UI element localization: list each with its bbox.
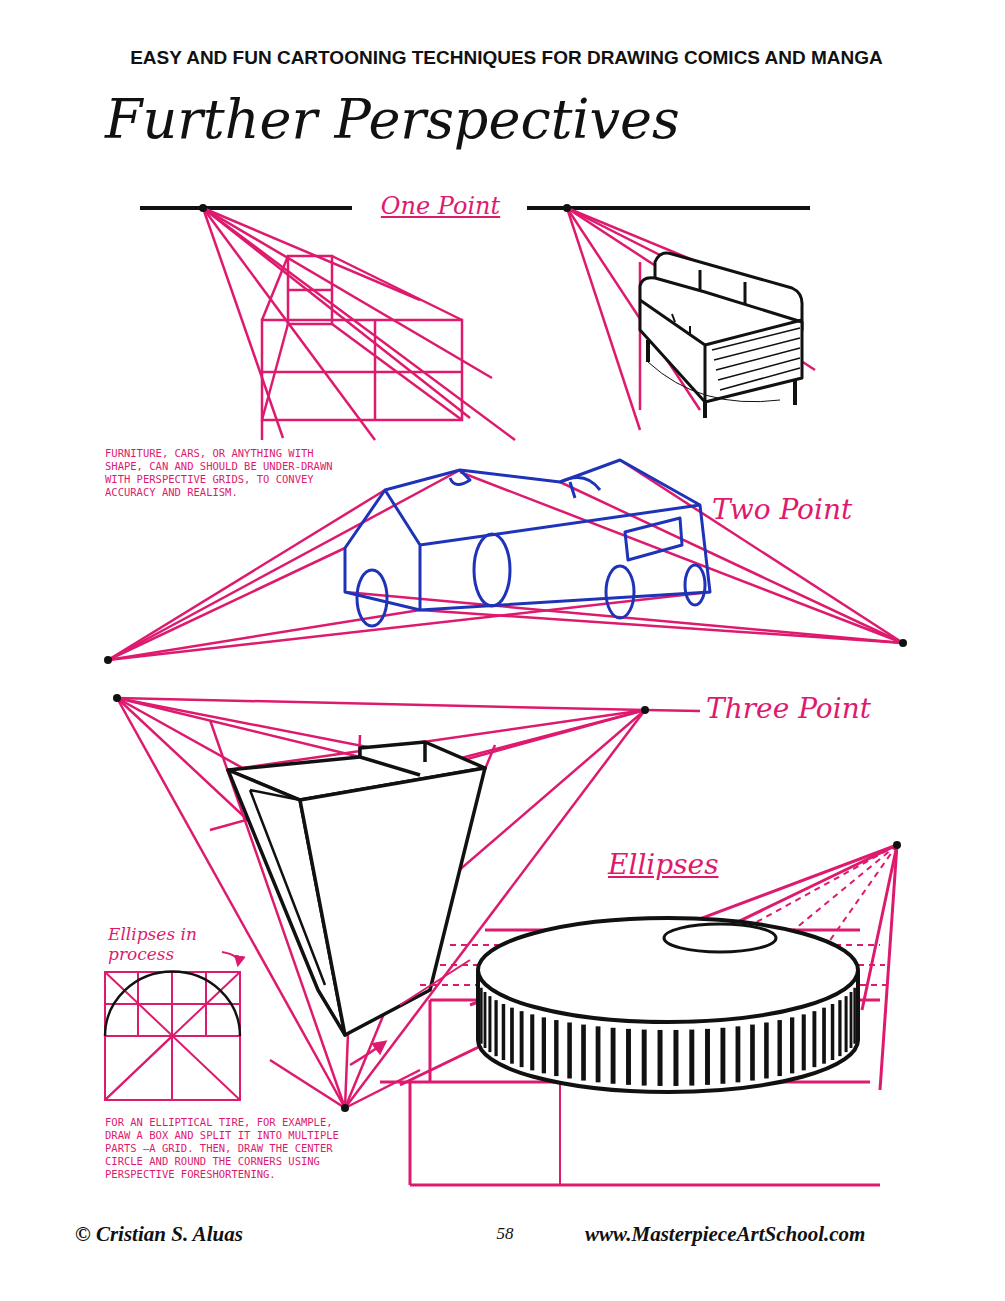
tire-tread: [581, 1025, 586, 1081]
tire-tread: [777, 1020, 781, 1076]
three-point-grid: [113, 694, 700, 1112]
page-number: 58: [485, 1224, 525, 1244]
series-header: EASY AND FUN CARTOONING TECHNIQUES FOR D…: [4, 47, 1005, 69]
tire-tread: [554, 1020, 558, 1076]
tire-tread: [520, 1011, 524, 1067]
tire-tread: [596, 1026, 601, 1082]
three-point-box: [228, 742, 485, 1035]
tire-tread: [831, 1004, 835, 1060]
tire-tread: [642, 1030, 647, 1086]
ellipse-process-grid: [105, 952, 240, 1100]
website: www.MasterpieceArtSchool.com: [585, 1222, 930, 1247]
tire-drawing: [478, 918, 858, 1092]
tire-tread: [626, 1029, 631, 1085]
tire-tread: [494, 1000, 497, 1056]
tire-tread: [838, 1000, 841, 1056]
tire-tread: [542, 1017, 546, 1073]
tire-tread: [802, 1014, 806, 1070]
note-text: FOR AN ELLIPTICAL TIRE, FOR EXAMPLE, DRA…: [105, 1116, 350, 1181]
tire-tread: [530, 1014, 534, 1070]
tire-tread: [705, 1029, 710, 1085]
tire-tread: [750, 1025, 755, 1081]
tire-tread: [822, 1008, 826, 1064]
tire-tread: [502, 1004, 506, 1060]
tire-grid: [350, 841, 901, 1185]
one-point-grid: [140, 204, 810, 440]
car-drawing: [345, 460, 710, 626]
tire-tread: [658, 1030, 663, 1086]
tire-tread: [736, 1026, 741, 1082]
section-heading: Two Point: [712, 493, 892, 526]
tire-tread: [484, 992, 487, 1048]
tire-tread: [790, 1017, 794, 1073]
sofa-grid: [563, 204, 815, 430]
tire-tread: [764, 1022, 769, 1078]
tire-tread: [510, 1008, 514, 1064]
section-heading: Three Point: [706, 692, 906, 725]
tire-tread: [845, 996, 848, 1052]
section-heading: Ellipses: [608, 848, 758, 881]
page-title: Further Perspectives: [105, 88, 680, 151]
section-heading: One Point: [358, 192, 523, 220]
tire-tread: [480, 988, 483, 1044]
sofa-drawing: [640, 253, 802, 418]
tire-tread: [850, 992, 853, 1048]
note-text: FURNITURE, CARS, OR ANYTHING WITH SHAPE,…: [105, 447, 345, 499]
process-label: Ellipses in process: [108, 924, 220, 964]
tire-tread: [689, 1030, 694, 1086]
tire-tread: [812, 1011, 816, 1067]
tire-tread: [488, 996, 491, 1052]
tire-tread: [853, 988, 856, 1044]
tire-tread: [673, 1030, 678, 1086]
tire-tread: [611, 1028, 616, 1084]
copyright: © Cristian S. Aluas: [75, 1222, 335, 1247]
tire-tread: [720, 1028, 725, 1084]
tire-tread: [567, 1022, 572, 1078]
